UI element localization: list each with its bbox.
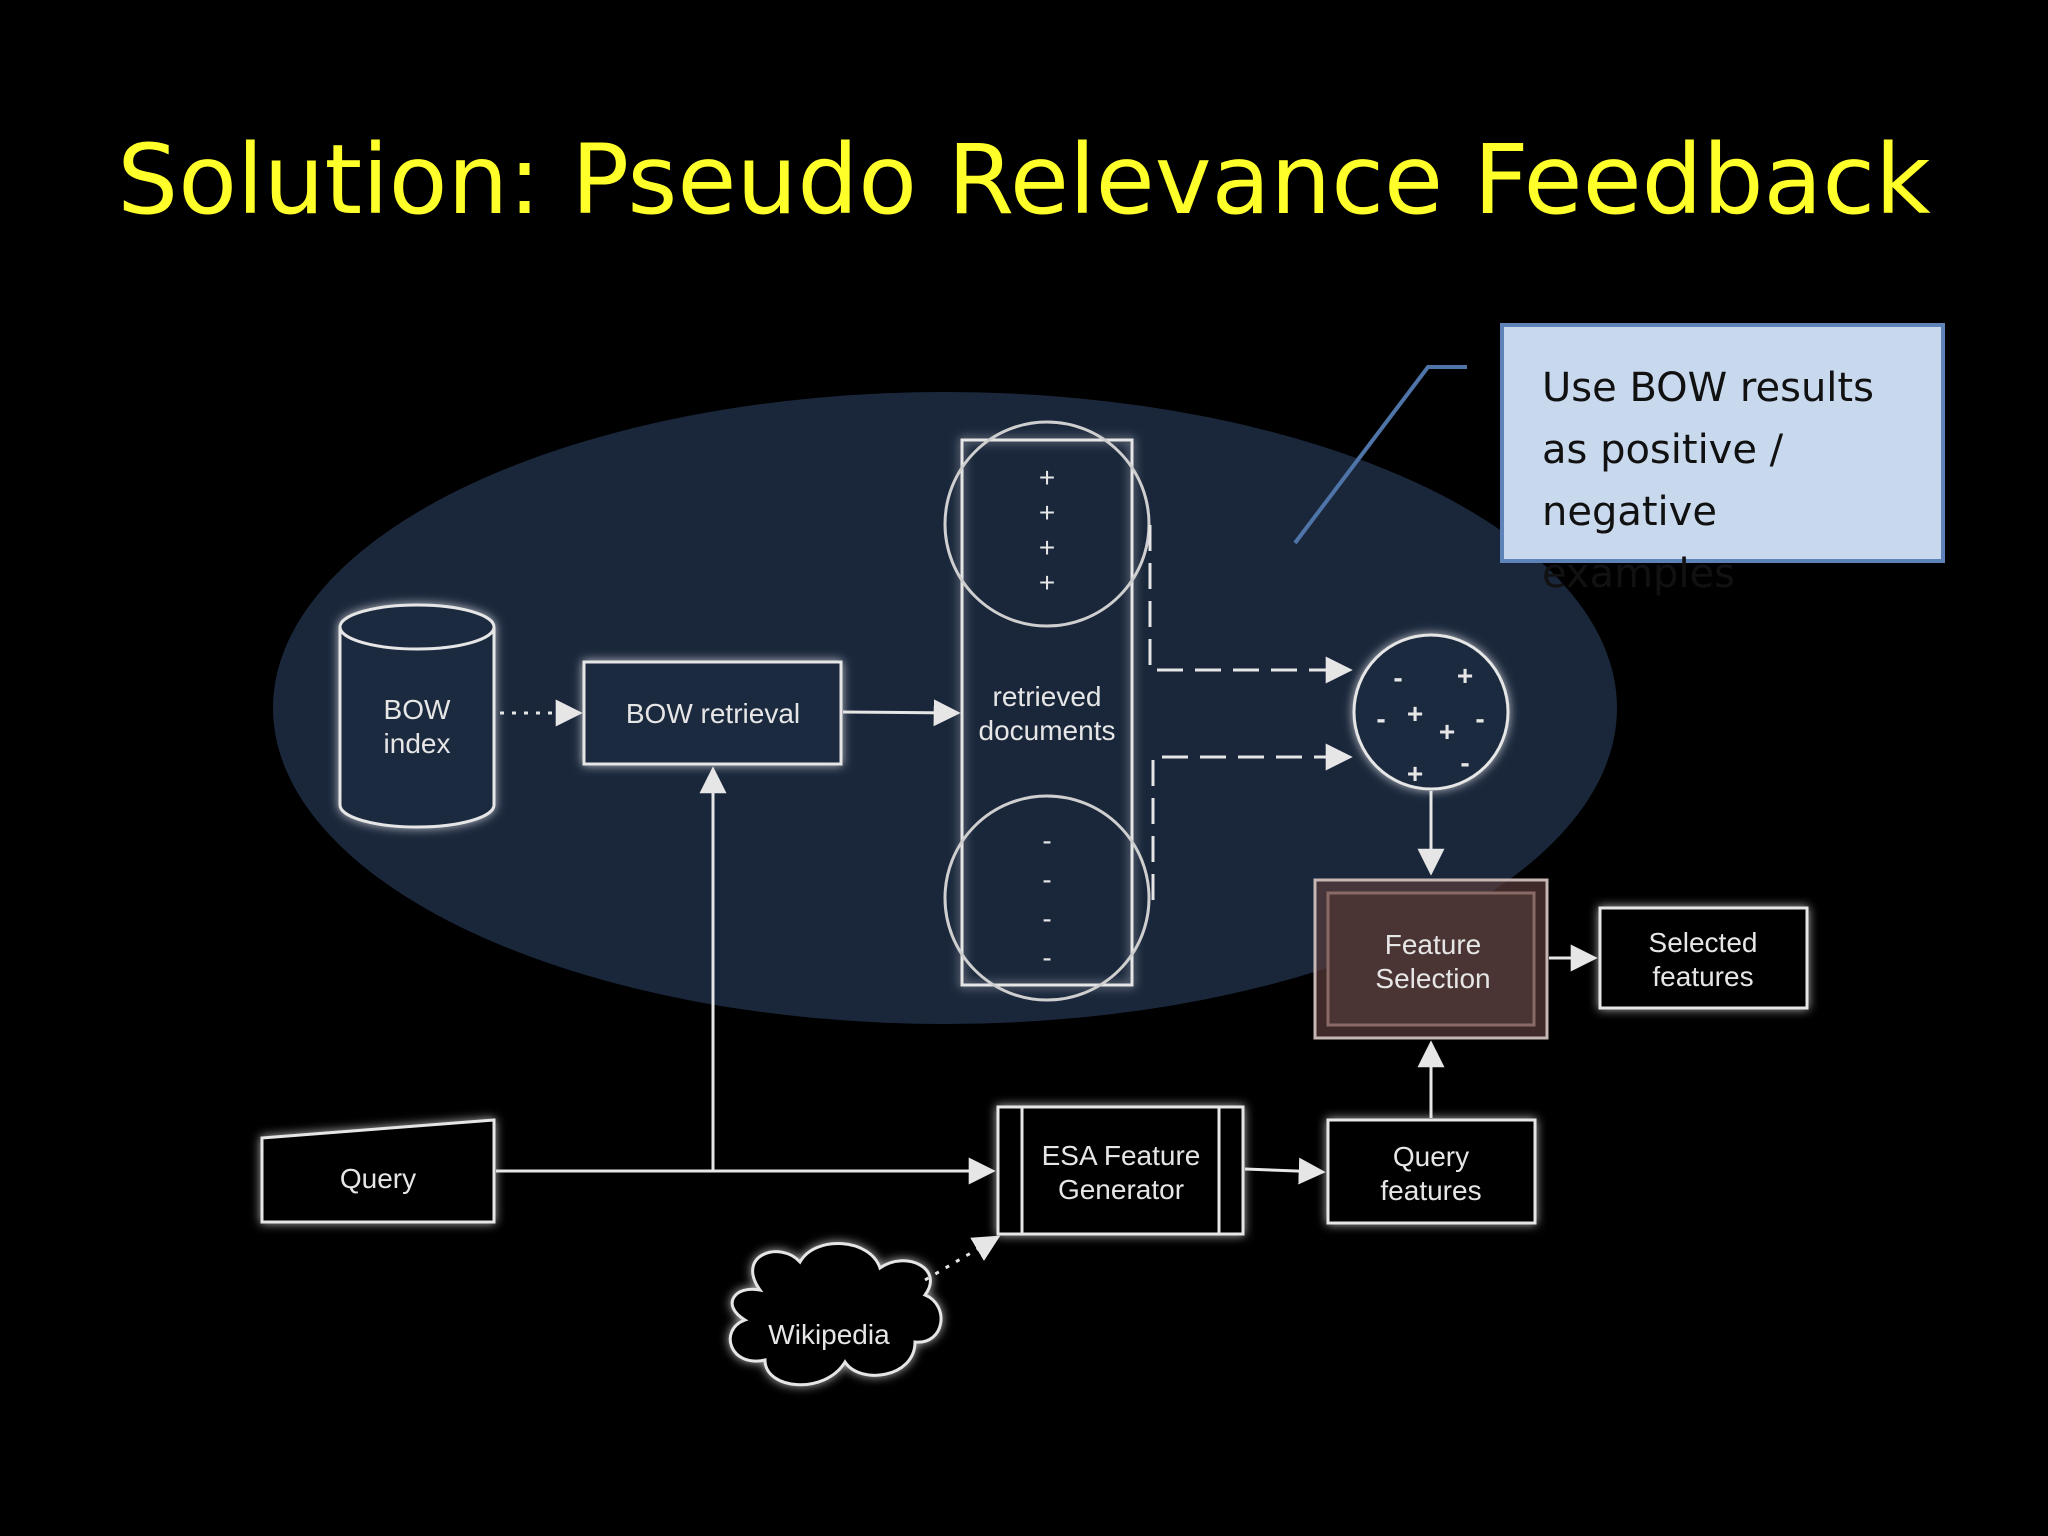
selected-features-label-line2: features [1652,961,1753,992]
esa-feature-generator-label-line2: Generator [1058,1174,1184,1205]
feature-selection-label-line2: Selection [1375,963,1490,994]
bow-retrieval-label: BOW retrieval [626,698,800,729]
bow-retrieval-box [582,660,843,766]
retrieved-documents-label-line2: documents [979,715,1116,746]
positive-mark: + [1039,567,1055,598]
mixed-mark: - [1460,747,1469,778]
query-features-box [1326,1118,1537,1225]
mixed-mark: - [1393,662,1402,693]
negative-mark: - [1042,942,1051,973]
negative-mark: - [1042,825,1051,856]
arrow-positive-to-examples [1148,525,1353,684]
bow-index-label-line1: BOW [384,694,451,725]
mixed-mark: + [1457,660,1473,691]
feature-selection-box [1326,891,1536,1027]
selected-features-box [1598,906,1809,1010]
query-features-label-line1: Query [1393,1141,1469,1172]
selected-features-label-line1: Selected [1649,927,1758,958]
positive-mark: + [1039,532,1055,563]
wikipedia-cloud [728,1241,943,1387]
callout-line: negative examples [1542,489,1736,597]
connectors [496,525,1598,1282]
mixed-mark: - [1376,703,1385,734]
retrieved-documents-box [960,438,1134,987]
callout-line: Use BOW results [1542,365,1874,411]
callout-box: Use BOW results as positive / negative e… [1500,323,1945,597]
esa-feature-generator-box [996,1105,1245,1236]
bow-index-cylinder [338,603,496,829]
slide-title: Solution: Pseudo Relevance Feedback [117,124,1931,236]
positive-docs-circle [943,420,1151,628]
arrow-esa-to-query-features [1244,1157,1326,1185]
bow-index-label-line2: index [384,728,451,759]
query-features-label-line2: features [1380,1175,1481,1206]
negative-mark: - [1042,864,1051,895]
negative-docs-circle [943,794,1151,1002]
retrieved-documents-label-line1: retrieved [993,681,1102,712]
query-input-shape [260,1118,496,1224]
callout-line: as positive / [1542,427,1784,473]
mixed-mark: + [1439,716,1455,747]
examples-circle [1352,633,1510,791]
positive-mark: + [1039,462,1055,493]
esa-feature-generator-label-line1: ESA Feature [1042,1140,1201,1171]
arrow-negative-to-examples [1151,743,1353,900]
query-label: Query [340,1163,416,1194]
mixed-mark: - [1475,703,1484,734]
mixed-mark: + [1407,758,1423,789]
negative-mark: - [1042,903,1051,934]
callout-pointer [1293,365,1467,545]
arrow-wikipedia-to-esa [924,1235,1001,1282]
feature-selection-label-line1: Feature [1385,929,1482,960]
positive-mark: + [1039,497,1055,528]
mixed-mark: + [1407,698,1423,729]
arrow-retrieval-to-documents [842,699,961,727]
wikipedia-label: Wikipedia [768,1319,890,1350]
